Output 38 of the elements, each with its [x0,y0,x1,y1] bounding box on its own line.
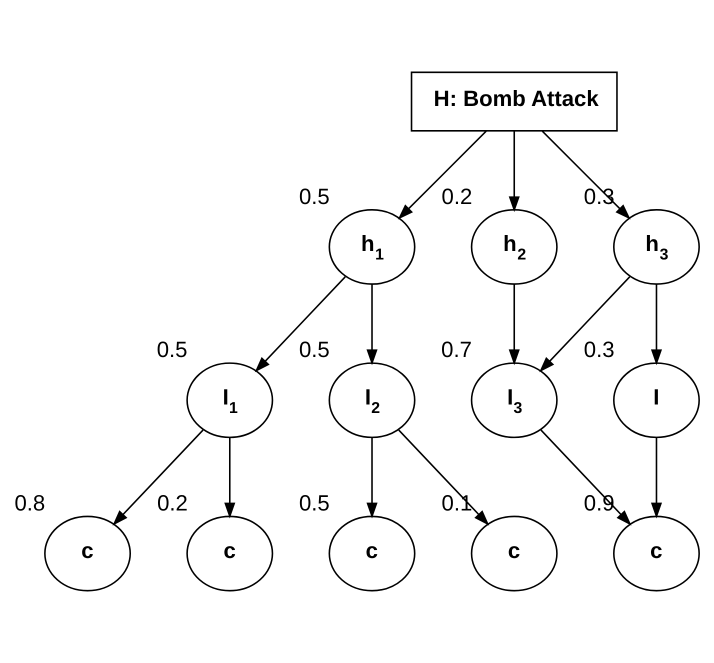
arrow [366,437,378,518]
node-label: 0.8 [14,490,46,516]
arrow [112,430,204,526]
node-label: 0.3 [584,337,615,362]
arrow [650,437,662,518]
node-label: 0.5 [156,337,188,362]
node-ellipse: c [186,516,274,592]
node-ellipse: c [613,516,700,592]
arrow [398,430,490,526]
node-ellipse: I [613,362,700,438]
node-label: 0.9 [584,490,615,516]
node-label: 0.7 [441,337,472,362]
node-ellipse: h$_{3}$ [613,209,700,285]
node-ellipse: c [328,516,416,592]
node-ellipse: I$_{3}$ [470,362,558,438]
arrow [539,276,630,372]
arrow [542,130,631,220]
arrow [224,437,236,518]
node-label: 0.1 [442,490,472,516]
arrow [508,284,520,366]
arrow [508,131,520,212]
node-label: 0.5 [298,337,330,362]
node-ellipse: I$_{1}$ [186,362,274,438]
node-label: 0.2 [442,184,472,209]
node-ellipse: h$_{2}$ [470,209,558,285]
arrow [540,430,632,526]
node-ellipse: I$_{2}$ [328,362,416,438]
arrow [254,276,346,372]
node-label: 0.5 [298,490,330,516]
node-label: 0.5 [298,184,330,209]
node-ellipse: h$_{1}$ [328,209,416,285]
arrow [398,130,487,220]
node-box: H: Bomb Attack [410,72,618,132]
node-ellipse: c [470,516,558,592]
node-label: 0.2 [157,490,188,516]
arrow [650,284,662,366]
node-ellipse: c [44,516,131,592]
arrow [366,284,378,366]
